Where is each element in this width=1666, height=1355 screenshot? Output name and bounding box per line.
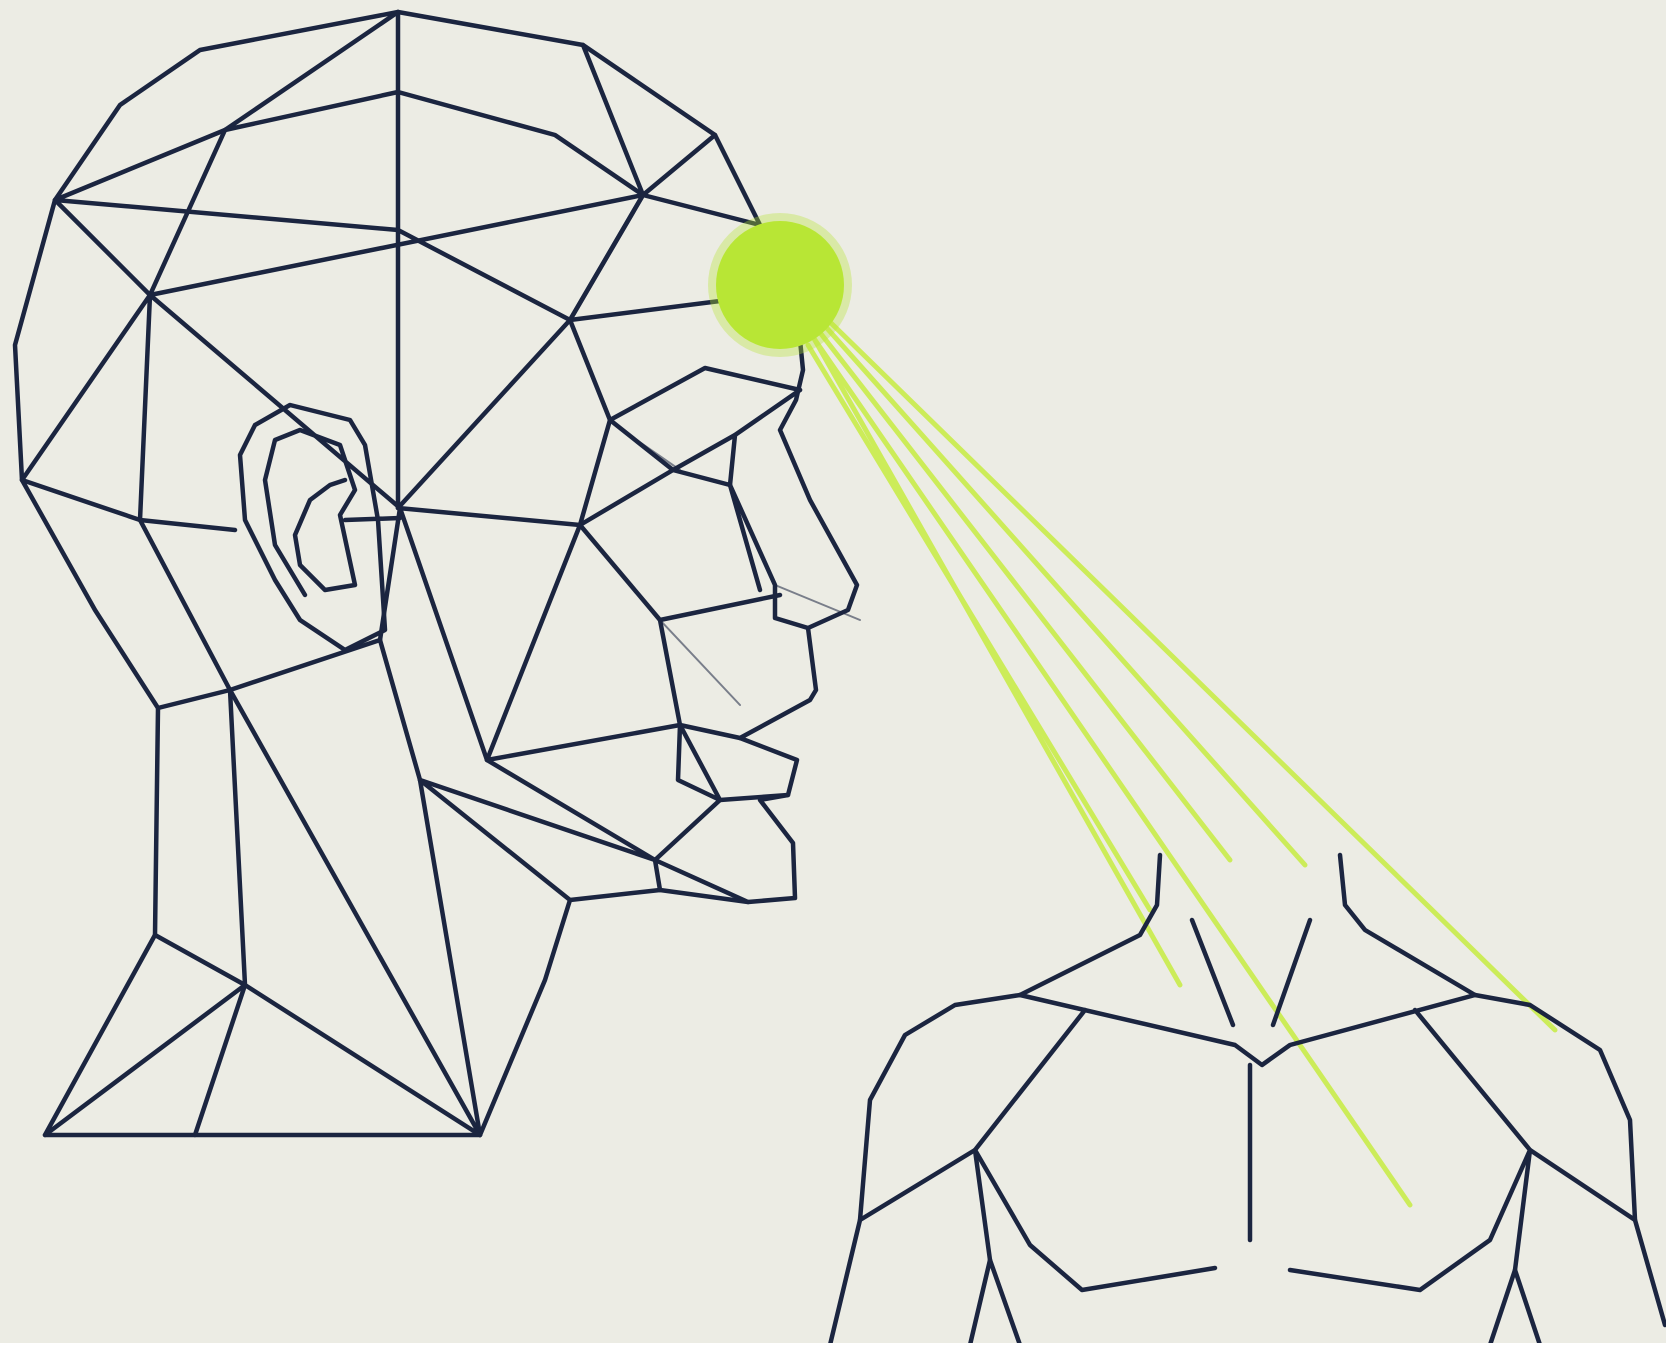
bottom-edge-band: [0, 1343, 1666, 1355]
light-ray-bundle-icon: [808, 322, 1555, 1205]
chest-shoulders-outline-icon: [830, 855, 1665, 1345]
face-detail-lines: [615, 425, 860, 705]
glowing-light-orb-icon: [708, 213, 852, 357]
wireframe-head-profile-icon: [15, 12, 857, 1135]
